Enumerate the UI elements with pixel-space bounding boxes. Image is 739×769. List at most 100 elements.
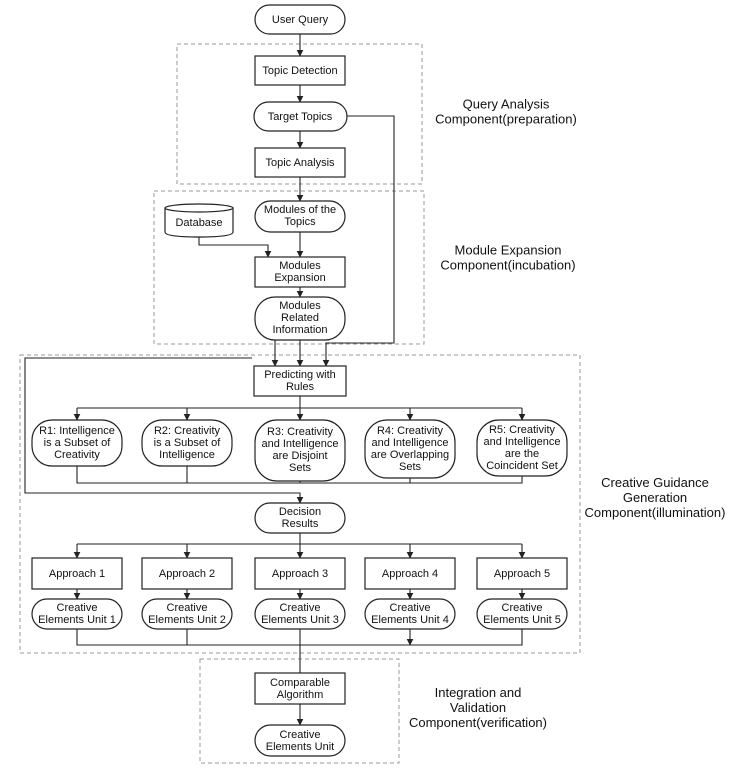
node-label: Topic Detection bbox=[262, 65, 337, 77]
label-line: Component(illumination) bbox=[585, 505, 726, 520]
label-line: Database bbox=[175, 217, 222, 229]
label-line: Expansion bbox=[274, 272, 325, 284]
node-target-topics: Target Topics bbox=[253, 101, 348, 132]
label-line: R4: Creativity bbox=[377, 425, 444, 437]
label-line: Validation bbox=[450, 700, 506, 715]
label-line: Topic Detection bbox=[262, 65, 337, 77]
label-line: Elements Unit 5 bbox=[483, 614, 561, 626]
label-line: Elements Unit 4 bbox=[371, 614, 449, 626]
edge-decision-to-approaches bbox=[77, 533, 522, 545]
node-label: Approach 4 bbox=[382, 568, 438, 580]
label-line: and Intelligence bbox=[371, 437, 448, 449]
label-line: Sets bbox=[289, 462, 312, 474]
label-line: Creative bbox=[390, 602, 431, 614]
label-line: Modules bbox=[279, 300, 321, 312]
node-label: Approach 2 bbox=[159, 568, 215, 580]
label-line: R3: Creativity bbox=[267, 426, 334, 438]
edge-units-to-comparable bbox=[76, 629, 523, 673]
label-line: Algorithm bbox=[277, 689, 323, 701]
node-database-cylinder: Database bbox=[164, 203, 234, 238]
label-line: Elements Unit 3 bbox=[261, 614, 339, 626]
label-line: Elements Unit 2 bbox=[148, 614, 226, 626]
label-line: Integration and bbox=[435, 685, 522, 700]
label-line: Creativity bbox=[54, 449, 100, 461]
edge-database-to-expansion bbox=[198, 236, 272, 258]
node-label: Topic Analysis bbox=[265, 157, 335, 169]
label-line: Approach 2 bbox=[159, 568, 215, 580]
label-line: Approach 4 bbox=[382, 568, 438, 580]
label-line: is a Subset of bbox=[44, 437, 112, 449]
edge-related-bypass-to-decision bbox=[24, 357, 304, 504]
label-line: Approach 3 bbox=[272, 568, 328, 580]
label-line: Approach 1 bbox=[49, 568, 105, 580]
label-line: Creative bbox=[502, 602, 543, 614]
label-line: Predicting with bbox=[264, 369, 336, 381]
node-label: Approach 3 bbox=[272, 568, 328, 580]
node-approach-1: Approach 1 bbox=[31, 557, 123, 590]
label-line: Creative bbox=[280, 602, 321, 614]
label-line: R5: Creativity bbox=[489, 424, 556, 436]
label-line: Topics bbox=[284, 216, 316, 228]
label-line: R1: Intelligence bbox=[39, 425, 115, 437]
label-line: Creative Guidance bbox=[601, 475, 709, 490]
label-line: Sets bbox=[399, 461, 422, 473]
label-line: are the bbox=[505, 448, 539, 460]
label-line: and Intelligence bbox=[483, 436, 560, 448]
label-line: Creative bbox=[167, 602, 208, 614]
label-line: Component(verification) bbox=[409, 715, 547, 730]
label-line: Component(incubation) bbox=[440, 258, 575, 273]
node-label: Approach 1 bbox=[49, 568, 105, 580]
label-line: Query Analysis bbox=[463, 97, 550, 112]
node-topic-detection: Topic Detection bbox=[254, 55, 346, 86]
label-line: are Disjoint bbox=[272, 450, 327, 462]
edge-targets-to-predicting bbox=[322, 115, 395, 367]
label-line: Creative bbox=[57, 602, 98, 614]
label-line: Results bbox=[282, 518, 319, 530]
label-line: Target Topics bbox=[268, 111, 333, 123]
label-line: are Overlapping bbox=[371, 449, 449, 461]
label-line: Comparable bbox=[270, 677, 330, 689]
node-approach-2: Approach 2 bbox=[141, 557, 233, 590]
label-line: is a Subset of bbox=[154, 437, 222, 449]
node-label: Approach 5 bbox=[494, 568, 550, 580]
label-line: Elements Unit 1 bbox=[38, 614, 116, 626]
label-line: Component(preparation) bbox=[435, 112, 577, 127]
node-label: User Query bbox=[272, 14, 329, 26]
label-line: Decision bbox=[279, 506, 321, 518]
label-line: Modules bbox=[279, 260, 321, 272]
node-approach-4: Approach 4 bbox=[364, 557, 456, 590]
node-topic-analysis: Topic Analysis bbox=[254, 147, 346, 178]
node-user-query: User Query bbox=[254, 4, 346, 35]
